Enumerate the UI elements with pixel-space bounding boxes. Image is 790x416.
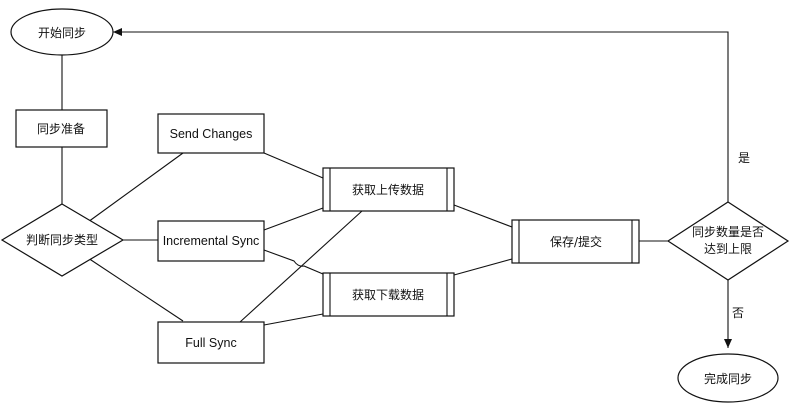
yes-label: 是 — [738, 151, 750, 165]
full-sync-label: Full Sync — [185, 336, 236, 350]
prepare-label: 同步准备 — [37, 122, 85, 136]
edge-judge-send-changes — [87, 152, 184, 223]
check-limit-label-line2: 达到上限 — [704, 242, 752, 256]
edge-full-sync-download — [263, 313, 324, 326]
no-label: 否 — [732, 306, 744, 320]
prepare-node: 同步准备 — [15, 109, 108, 148]
edge-judge-full-sync — [87, 257, 184, 322]
start-label: 开始同步 — [38, 26, 86, 40]
get-download-node: 获取下载数据 — [322, 272, 455, 317]
edge-full-sync-upload — [239, 210, 363, 323]
judge-type-label: 判断同步类型 — [26, 232, 98, 247]
full-sync-node: Full Sync — [157, 321, 265, 364]
send-changes-label: Send Changes — [170, 127, 253, 141]
incremental-sync-node: Incremental Sync — [157, 220, 265, 262]
edge-upload-save — [453, 204, 513, 228]
get-download-label: 获取下载数据 — [352, 287, 424, 302]
edge-incremental-upload — [263, 207, 324, 231]
incremental-sync-label: Incremental Sync — [163, 234, 260, 248]
check-limit-label-line1: 同步数量是否 — [692, 224, 764, 239]
start-node: 开始同步 — [10, 8, 114, 56]
finish-label: 完成同步 — [704, 371, 752, 386]
save-submit-label: 保存/提交 — [550, 234, 602, 249]
edges — [61, 28, 732, 348]
get-upload-label: 获取上传数据 — [352, 182, 424, 197]
finish-node: 完成同步 — [677, 353, 779, 403]
save-submit-node: 保存/提交 — [511, 219, 640, 264]
judge-type-decision: 判断同步类型 — [0, 203, 125, 277]
edge-check-yes-loop — [113, 28, 729, 202]
get-upload-node: 获取上传数据 — [322, 167, 455, 212]
check-limit-decision: 同步数量是否 达到上限 — [666, 201, 790, 281]
edge-download-save — [453, 258, 513, 276]
send-changes-node: Send Changes — [157, 113, 265, 154]
edge-incremental-download — [263, 249, 324, 275]
edge-send-changes-upload — [263, 152, 324, 179]
